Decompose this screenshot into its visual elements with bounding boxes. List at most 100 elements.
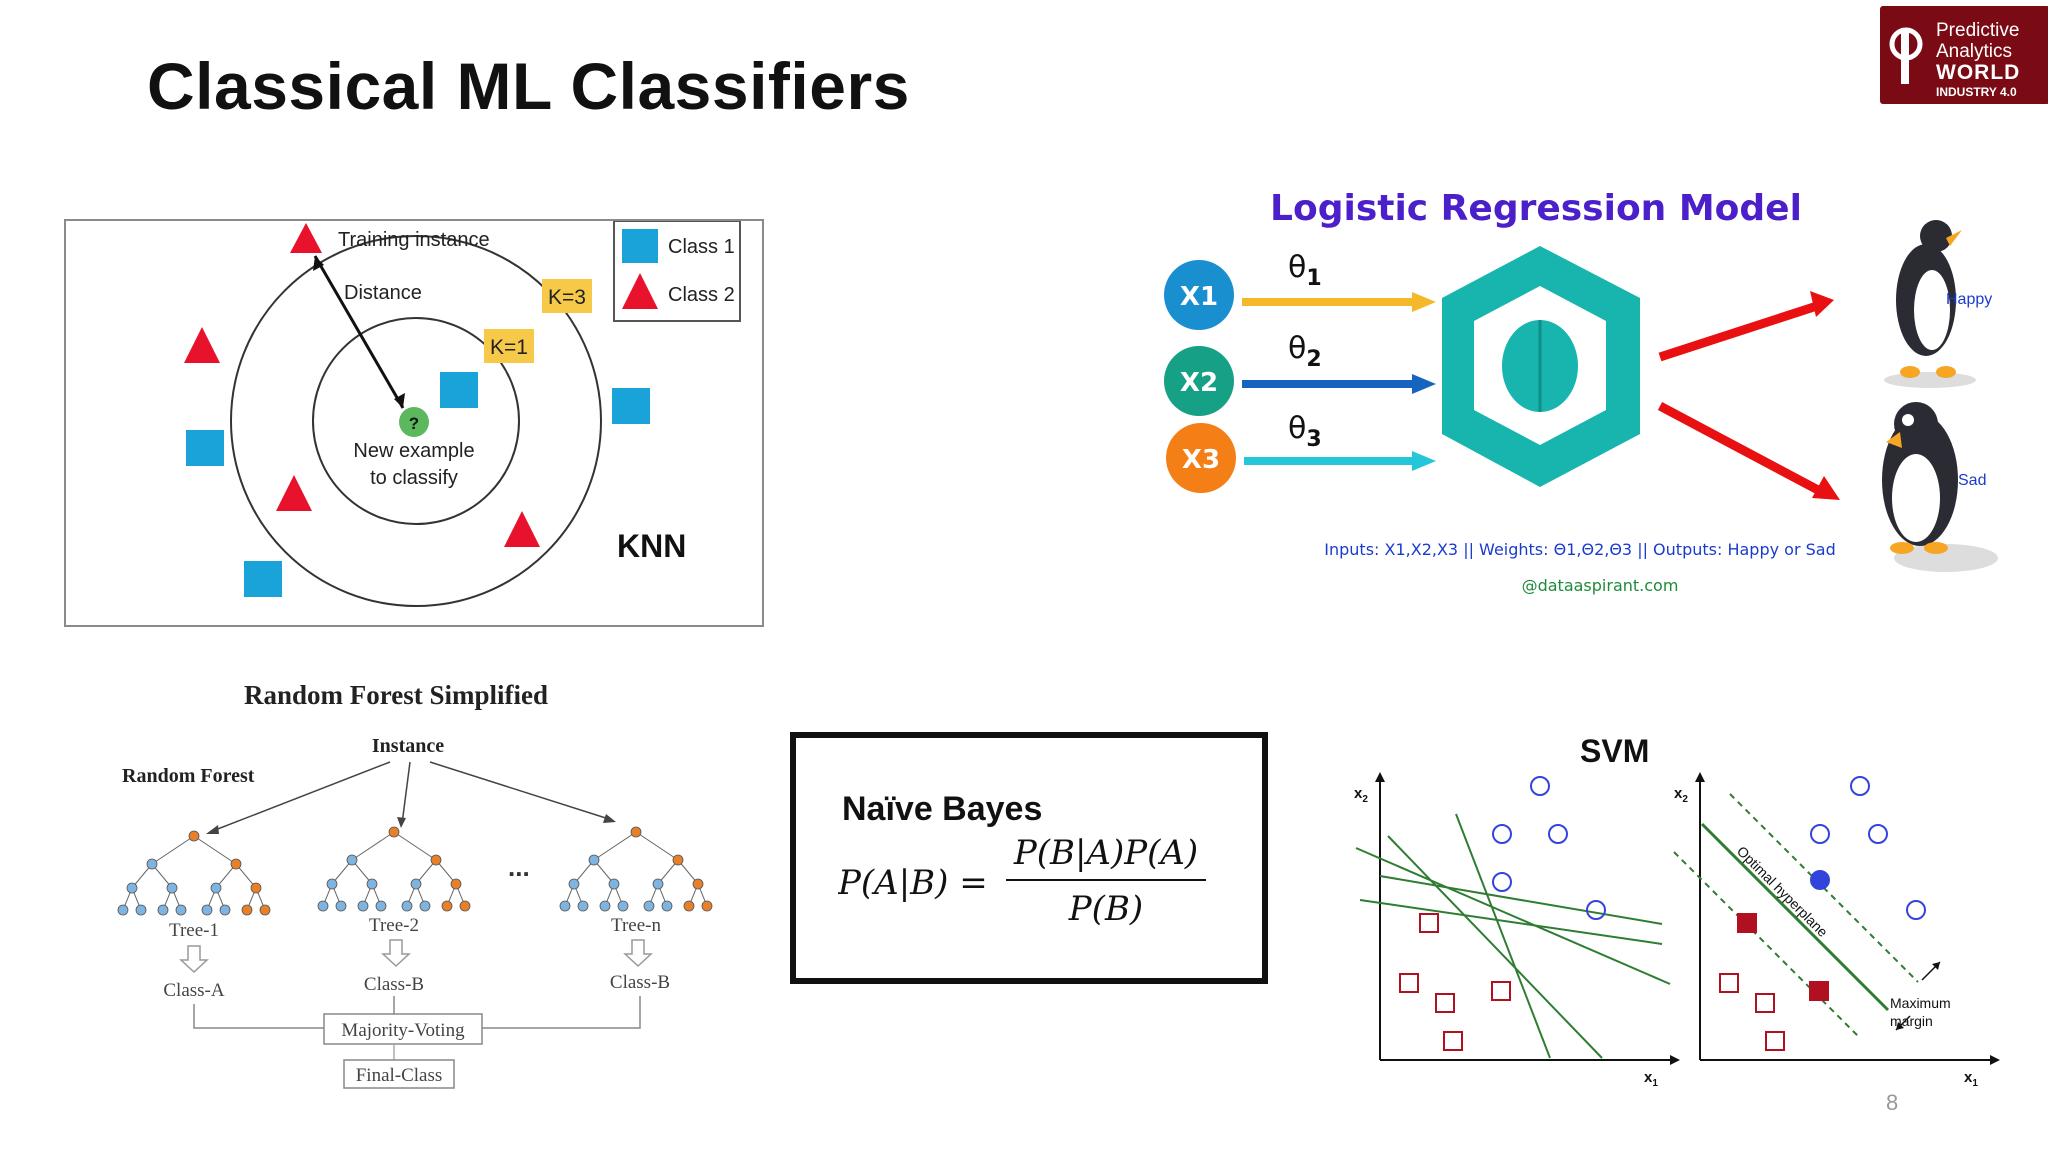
tree-node — [117, 904, 129, 916]
naive-bayes-panel — [790, 732, 1268, 984]
predictive-analytics-world-logo: Predictive Analytics WORLD INDUSTRY 4.0 — [1880, 6, 2048, 104]
tree-node — [135, 904, 147, 916]
rf-class-b1-label: Class-B — [364, 974, 424, 995]
tree-node — [201, 904, 213, 916]
tree-node — [419, 900, 431, 912]
tree-node — [608, 878, 620, 890]
rf-tree1-label: Tree-1 — [169, 920, 219, 941]
knn-diagram: ? New example to classify Training insta… — [184, 220, 741, 607]
tree-node — [188, 830, 200, 842]
tree-node — [326, 878, 338, 890]
tree-node — [652, 878, 664, 890]
sad-label: Sad — [1958, 472, 1986, 489]
logreg-credit: @dataaspirant.com — [1522, 576, 1679, 595]
tree-node — [388, 826, 400, 838]
class1-square — [244, 561, 282, 597]
tree-node — [441, 900, 453, 912]
rf-trees — [117, 826, 713, 916]
tree-node — [250, 882, 262, 894]
sad-arrow — [1657, 402, 1821, 494]
rf-class-a-label: Class-A — [163, 980, 225, 1001]
tree-node — [166, 882, 178, 894]
svm-maximum-label: Maximum — [1890, 995, 1951, 1011]
x2-label: X2 — [1180, 368, 1218, 398]
x3-label: X3 — [1182, 445, 1220, 475]
legend-class1-square — [622, 229, 658, 263]
tree-node — [230, 858, 242, 870]
tree-node — [241, 904, 253, 916]
svm-left-x2-label: x2 — [1354, 785, 1368, 805]
rf-final-class-box — [343, 1059, 455, 1089]
down-arrow-icon — [179, 945, 209, 974]
class1-square — [440, 372, 478, 408]
tree-node — [157, 904, 169, 916]
tree-node — [259, 904, 271, 916]
class2-triangle — [184, 327, 220, 363]
x3-node — [1166, 423, 1236, 493]
tree-node — [401, 900, 413, 912]
knn-inner-circle — [312, 317, 520, 525]
x1-node — [1164, 260, 1234, 330]
tree-node — [568, 878, 580, 890]
tree-node — [335, 900, 347, 912]
logo-line-2: Analytics — [1936, 41, 2012, 62]
tree-node — [692, 878, 704, 890]
bayes-formula: P(A|B) = P(B|A)P(A) P(B) — [837, 832, 1238, 942]
logreg-caption: Inputs: X1,X2,X3 || Weights: Θ1,Θ2,Θ3 ||… — [1324, 540, 1835, 559]
tree-node — [146, 858, 158, 870]
logistic-regression-diagram: Logistic Regression Model X1 X2 X3 θ1 θ2… — [1164, 188, 1998, 595]
knn-new-example-label-2: to classify — [370, 467, 458, 489]
svm-right-x2-label: x2 — [1674, 785, 1688, 805]
theta3-label: θ3 — [1288, 411, 1322, 452]
tree-node — [701, 900, 713, 912]
tree-node — [577, 900, 589, 912]
tree-node — [661, 900, 673, 912]
svm-diagram: x2 x1 x2 x1 Optimal hyperplane — [1354, 772, 2000, 1089]
knn-outer-circle — [230, 235, 602, 607]
naive-bayes-label: Naïve Bayes — [842, 790, 1043, 828]
tree-node — [410, 878, 422, 890]
x1-label: X1 — [1180, 282, 1218, 312]
tree-node — [459, 900, 471, 912]
happy-penguin-icon — [1884, 220, 1976, 388]
bayes-lhs: P(A|B) = — [838, 863, 988, 903]
k1-badge — [484, 329, 534, 363]
k1-label: K=1 — [490, 336, 528, 359]
logo-line-4: INDUSTRY 4.0 — [1936, 85, 2017, 99]
happy-arrow — [1658, 300, 1822, 362]
logo-mark-icon: Predictive Analytics WORLD INDUSTRY 4.0 — [1889, 20, 2019, 99]
tree-node — [430, 854, 442, 866]
happy-label: Happy — [1946, 291, 1992, 308]
page-number: 8 — [1886, 1090, 1899, 1115]
rf-random-forest-label: Random Forest — [122, 765, 255, 787]
tree-node — [559, 900, 571, 912]
svm-right-x1-label: x1 — [1964, 1069, 1978, 1089]
bayes-numerator: P(B|A)P(A) — [1013, 833, 1198, 873]
bayes-formula-svg: P(A|B) = P(B|A)P(A) P(B) — [837, 833, 1206, 929]
logo-line-1: Predictive — [1936, 20, 2019, 41]
k3-badge — [542, 279, 592, 313]
slide-title: Classical ML Classifiers — [147, 49, 910, 123]
class2-triangle — [290, 223, 322, 253]
tree-node — [375, 900, 387, 912]
tree-node — [357, 900, 369, 912]
class1-square — [612, 388, 650, 424]
knn-training-instance-label: Training instance — [338, 229, 490, 251]
tree-node — [366, 878, 378, 890]
tree-node — [643, 900, 655, 912]
knn-new-example-label-1: New example — [353, 440, 474, 462]
logistic-regression-panel: Logistic Regression Model X1 X2 X3 θ1 θ2… — [1150, 180, 2030, 620]
class2-triangle — [504, 511, 540, 547]
random-forest-diagram-panel: Instance Random Forest ... Tree-1 Tree-2… — [108, 724, 728, 1094]
svm-title: SVM — [1580, 733, 1650, 769]
rf-instance-label: Instance — [372, 735, 444, 757]
theta1-label: θ1 — [1288, 250, 1322, 291]
svm-diagram-panel: x2 x1 x2 x1 Optimal hyperplane — [1340, 764, 2010, 1094]
tree-node — [630, 826, 642, 838]
tree-node — [219, 904, 231, 916]
random-forest-diagram: Instance Random Forest ... Tree-1 Tree-2… — [117, 735, 713, 1089]
rf-tree2-label: Tree-2 — [369, 915, 419, 936]
tree-node — [210, 882, 222, 894]
sad-penguin-icon — [1882, 402, 1998, 572]
theta2-label: θ2 — [1288, 331, 1322, 372]
